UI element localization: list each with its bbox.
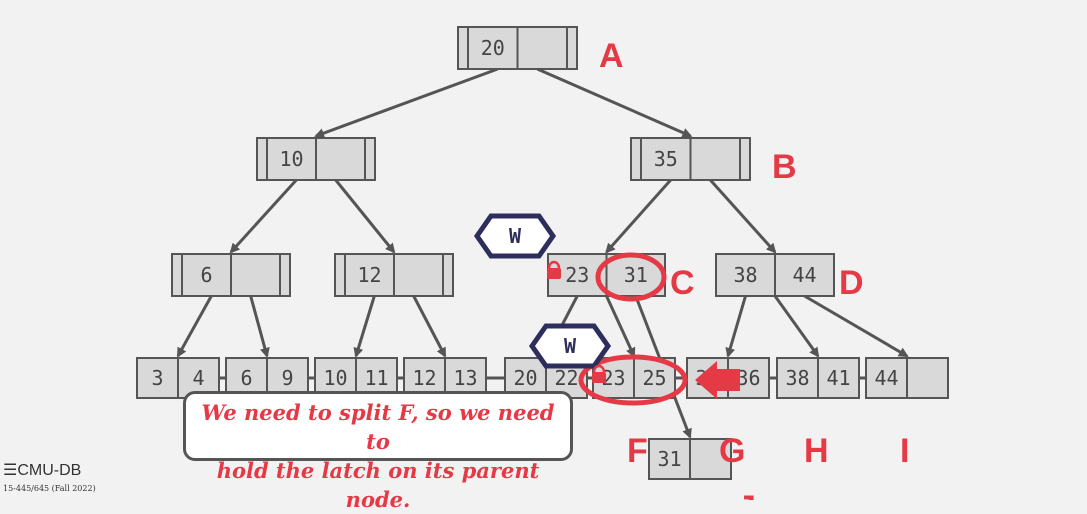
key-g-1: 36 <box>736 366 760 390</box>
key-h-1: 41 <box>826 366 850 390</box>
label-a: A <box>599 37 624 75</box>
node-d: 38 44 <box>715 253 835 297</box>
key-l2-0: 6 <box>240 366 252 390</box>
callout-line-2: hold the latch on its parent node. <box>216 458 540 512</box>
key-l3-1: 11 <box>364 366 388 390</box>
label-d: D <box>839 264 864 302</box>
node-n10: 10 <box>256 137 376 181</box>
course-label: 15-445/645 (Fall 2022) <box>3 484 96 493</box>
key-l2-1: 9 <box>281 366 293 390</box>
node-b: 35 <box>630 137 751 181</box>
node-g: 3536 <box>686 357 770 399</box>
key-f-1: 25 <box>642 366 666 390</box>
edge-n10-n6 <box>229 178 298 254</box>
key-a-0: 20 <box>481 36 505 60</box>
latches: WW <box>473 213 612 383</box>
edge-c-f <box>605 295 636 358</box>
node-j: 31 <box>648 438 732 480</box>
latch-c: W <box>473 213 561 279</box>
key-n6-0: 6 <box>200 263 212 287</box>
key-n10-0: 10 <box>279 147 303 171</box>
node-labels: A B C D F G H I J <box>599 37 909 500</box>
edge-n6-l2 <box>249 295 270 358</box>
label-b: B <box>772 148 797 186</box>
key-l1-1: 4 <box>192 366 204 390</box>
highlight-circle-f <box>578 354 688 406</box>
node-i: 44 <box>865 357 949 399</box>
lock-icon <box>547 260 561 279</box>
latch-mode-c: W <box>509 224 522 248</box>
database-icon: ☰ <box>3 462 18 479</box>
key-i-0: 44 <box>874 366 898 390</box>
key-l4-1: 13 <box>453 366 477 390</box>
label-f: F <box>627 432 648 470</box>
node-a: 20 <box>457 26 578 70</box>
node-h: 38 41 <box>776 357 860 399</box>
key-c-1: 31 <box>624 263 648 287</box>
label-j: J <box>737 489 756 500</box>
split-arrow-icon <box>695 361 740 399</box>
key-d-1: 44 <box>792 263 816 287</box>
logo-text: CMU-DB <box>17 462 82 479</box>
highlight-circle-c-31 <box>595 252 667 302</box>
cmu-db-logo: ☰CMU-DB <box>3 460 81 480</box>
label-c: C <box>670 264 695 302</box>
edge-a-n10 <box>314 67 499 138</box>
edges <box>176 67 909 439</box>
label-i: I <box>900 432 909 470</box>
key-b-0: 35 <box>654 147 678 171</box>
key-l4-0: 12 <box>412 366 436 390</box>
edge-b-c <box>605 179 672 254</box>
key-d-0: 38 <box>733 263 757 287</box>
edge-a-b <box>536 67 693 138</box>
node-n12: 12 <box>334 253 454 297</box>
node-n6: 6 <box>171 253 291 297</box>
key-h-0: 38 <box>785 366 809 390</box>
edge-n10-n12 <box>334 179 396 254</box>
key-j-0: 31 <box>657 447 681 471</box>
edge-n6-l1 <box>176 295 213 358</box>
latch-mode-f: W <box>564 334 577 358</box>
callout-line-1: We need to split F, so we need to <box>201 400 555 454</box>
key-c-0: 23 <box>565 263 589 287</box>
edge-d-i <box>803 294 909 358</box>
edge-n12-l4 <box>412 295 447 358</box>
key-l3-0: 10 <box>323 366 347 390</box>
edge-n12-l3 <box>353 295 376 358</box>
callout-box: We need to split F, so we need to hold t… <box>183 391 573 512</box>
label-h: H <box>804 432 829 470</box>
key-e-0: 20 <box>513 366 537 390</box>
edge-d-h <box>773 295 820 358</box>
label-g: G <box>719 432 745 470</box>
edge-b-d <box>709 178 777 254</box>
key-l1-0: 3 <box>151 366 163 390</box>
edge-d-g <box>725 295 747 358</box>
latch-f: W <box>528 323 612 383</box>
key-n12-0: 12 <box>357 263 381 287</box>
lock-icon <box>592 364 606 383</box>
key-e-1: 22 <box>554 366 578 390</box>
